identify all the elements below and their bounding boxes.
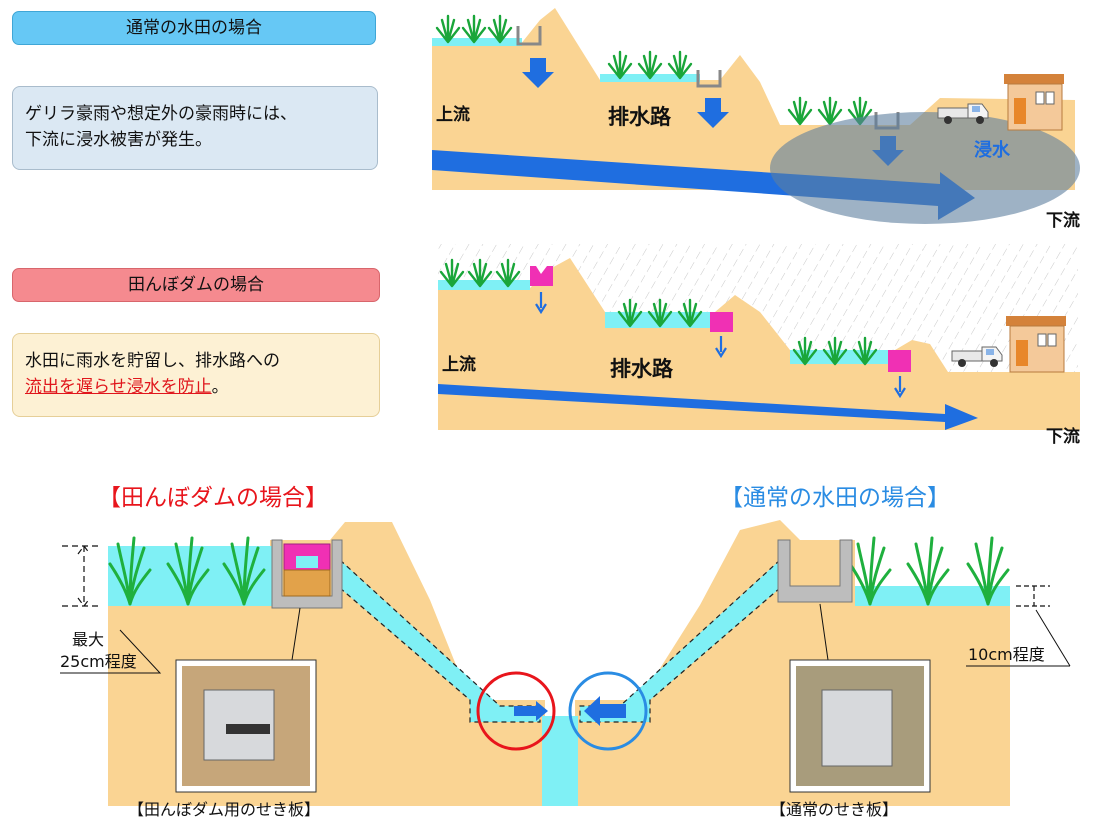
- photo-leader-line: [291, 603, 829, 661]
- small-down-arrow-icon: [715, 336, 727, 359]
- normal-paddy-heading: 通常の水田の場合: [12, 11, 376, 45]
- house-icon: [1003, 73, 1065, 131]
- upper-dam-water: [438, 280, 530, 290]
- rice-plant-icon: [817, 96, 843, 126]
- upstream-label: 上流: [442, 354, 476, 375]
- normal-case-title: 【通常の水田の場合】: [720, 485, 950, 511]
- dam-weir-box: [271, 539, 343, 609]
- small-down-arrow-icon: [894, 376, 906, 399]
- normal-weir-caption: 【通常のせき板】: [770, 800, 898, 819]
- depth-leader-line: [966, 609, 1071, 667]
- dam-outflow-highlight: [476, 671, 556, 751]
- downstream-label: 下流: [1046, 210, 1080, 231]
- normal-note-line2: 下流に浸水被害が発生。: [25, 130, 212, 150]
- drain-flow-arrow: [432, 150, 975, 220]
- normal-paddy-scene: 上流 排水路 浸水 下流: [432, 8, 1080, 231]
- drain-label: 排水路: [608, 105, 672, 129]
- down-arrow-icon: [522, 58, 554, 88]
- dam-weir-icon: [710, 312, 733, 332]
- dam-case-title: 【田んぼダムの場合】: [98, 485, 328, 511]
- dam-note-line2: 流出を遅らせ浸水を防止。: [25, 374, 367, 400]
- weir-box-icon: [516, 26, 542, 46]
- dam-note-emphasis: 流出を遅らせ浸水を防止: [25, 377, 212, 397]
- normal-weir-photo: [789, 659, 931, 793]
- flood-area: [770, 112, 1080, 224]
- paddy-dam-note: 水田に雨水を貯留し、排水路への 流出を遅らせ浸水を防止。: [12, 333, 380, 417]
- small-down-arrow-icon: [535, 292, 547, 315]
- main-drain-water: [542, 716, 578, 806]
- dam-note-line1: 水田に雨水を貯留し、排水路への: [25, 351, 280, 371]
- normal-note-line1: ゲリラ豪雨や想定外の豪雨時には、: [25, 104, 297, 124]
- dam-weir-icon: [530, 266, 553, 286]
- dam-weir-icon: [888, 350, 911, 372]
- drain-flow-arrow: [438, 384, 978, 430]
- paddy-dam-heading: 田んぼダムの場合: [12, 268, 380, 302]
- dam-note-tail: 。: [211, 377, 229, 397]
- upstream-label: 上流: [436, 104, 470, 125]
- weir-box-icon: [696, 70, 722, 88]
- right-drain-water: [579, 558, 781, 723]
- downstream-label: 下流: [1046, 426, 1080, 447]
- depth-marker-icon: [1016, 585, 1050, 607]
- house-icon: [1005, 315, 1067, 373]
- depth-marker-icon: [62, 545, 102, 607]
- normal-weir-box: [777, 539, 853, 603]
- max-depth-label: 最大: [72, 630, 104, 649]
- depth-leader-line: [60, 629, 162, 674]
- normal-depth-value: 10cm程度: [968, 645, 1045, 664]
- down-arrow-icon: [697, 98, 729, 128]
- rice-plant-icon: [787, 96, 813, 126]
- flood-label: 浸水: [974, 139, 1011, 161]
- max-depth-value: 25cm程度: [60, 652, 137, 671]
- paddy-dam-scene: 上流 排水路 下流: [438, 244, 1080, 447]
- upper-paddy-water: [432, 38, 522, 46]
- large-outflow-arrow-icon: [584, 696, 626, 726]
- normal-paddy-note: ゲリラ豪雨や想定外の豪雨時には、 下流に浸水被害が発生。: [12, 86, 378, 170]
- drain-label: 排水路: [610, 357, 674, 381]
- normal-outflow-highlight: [568, 671, 648, 751]
- cross-section-scene: 最大 25cm程度 10cm程度 【田んぼダムの場合】 【通常の水田の場合】 【…: [60, 485, 1071, 819]
- dam-weir-caption: 【田んぼダム用のせき板】: [128, 800, 320, 819]
- dam-weir-photo: [175, 659, 317, 793]
- small-outflow-arrow-icon: [514, 701, 548, 721]
